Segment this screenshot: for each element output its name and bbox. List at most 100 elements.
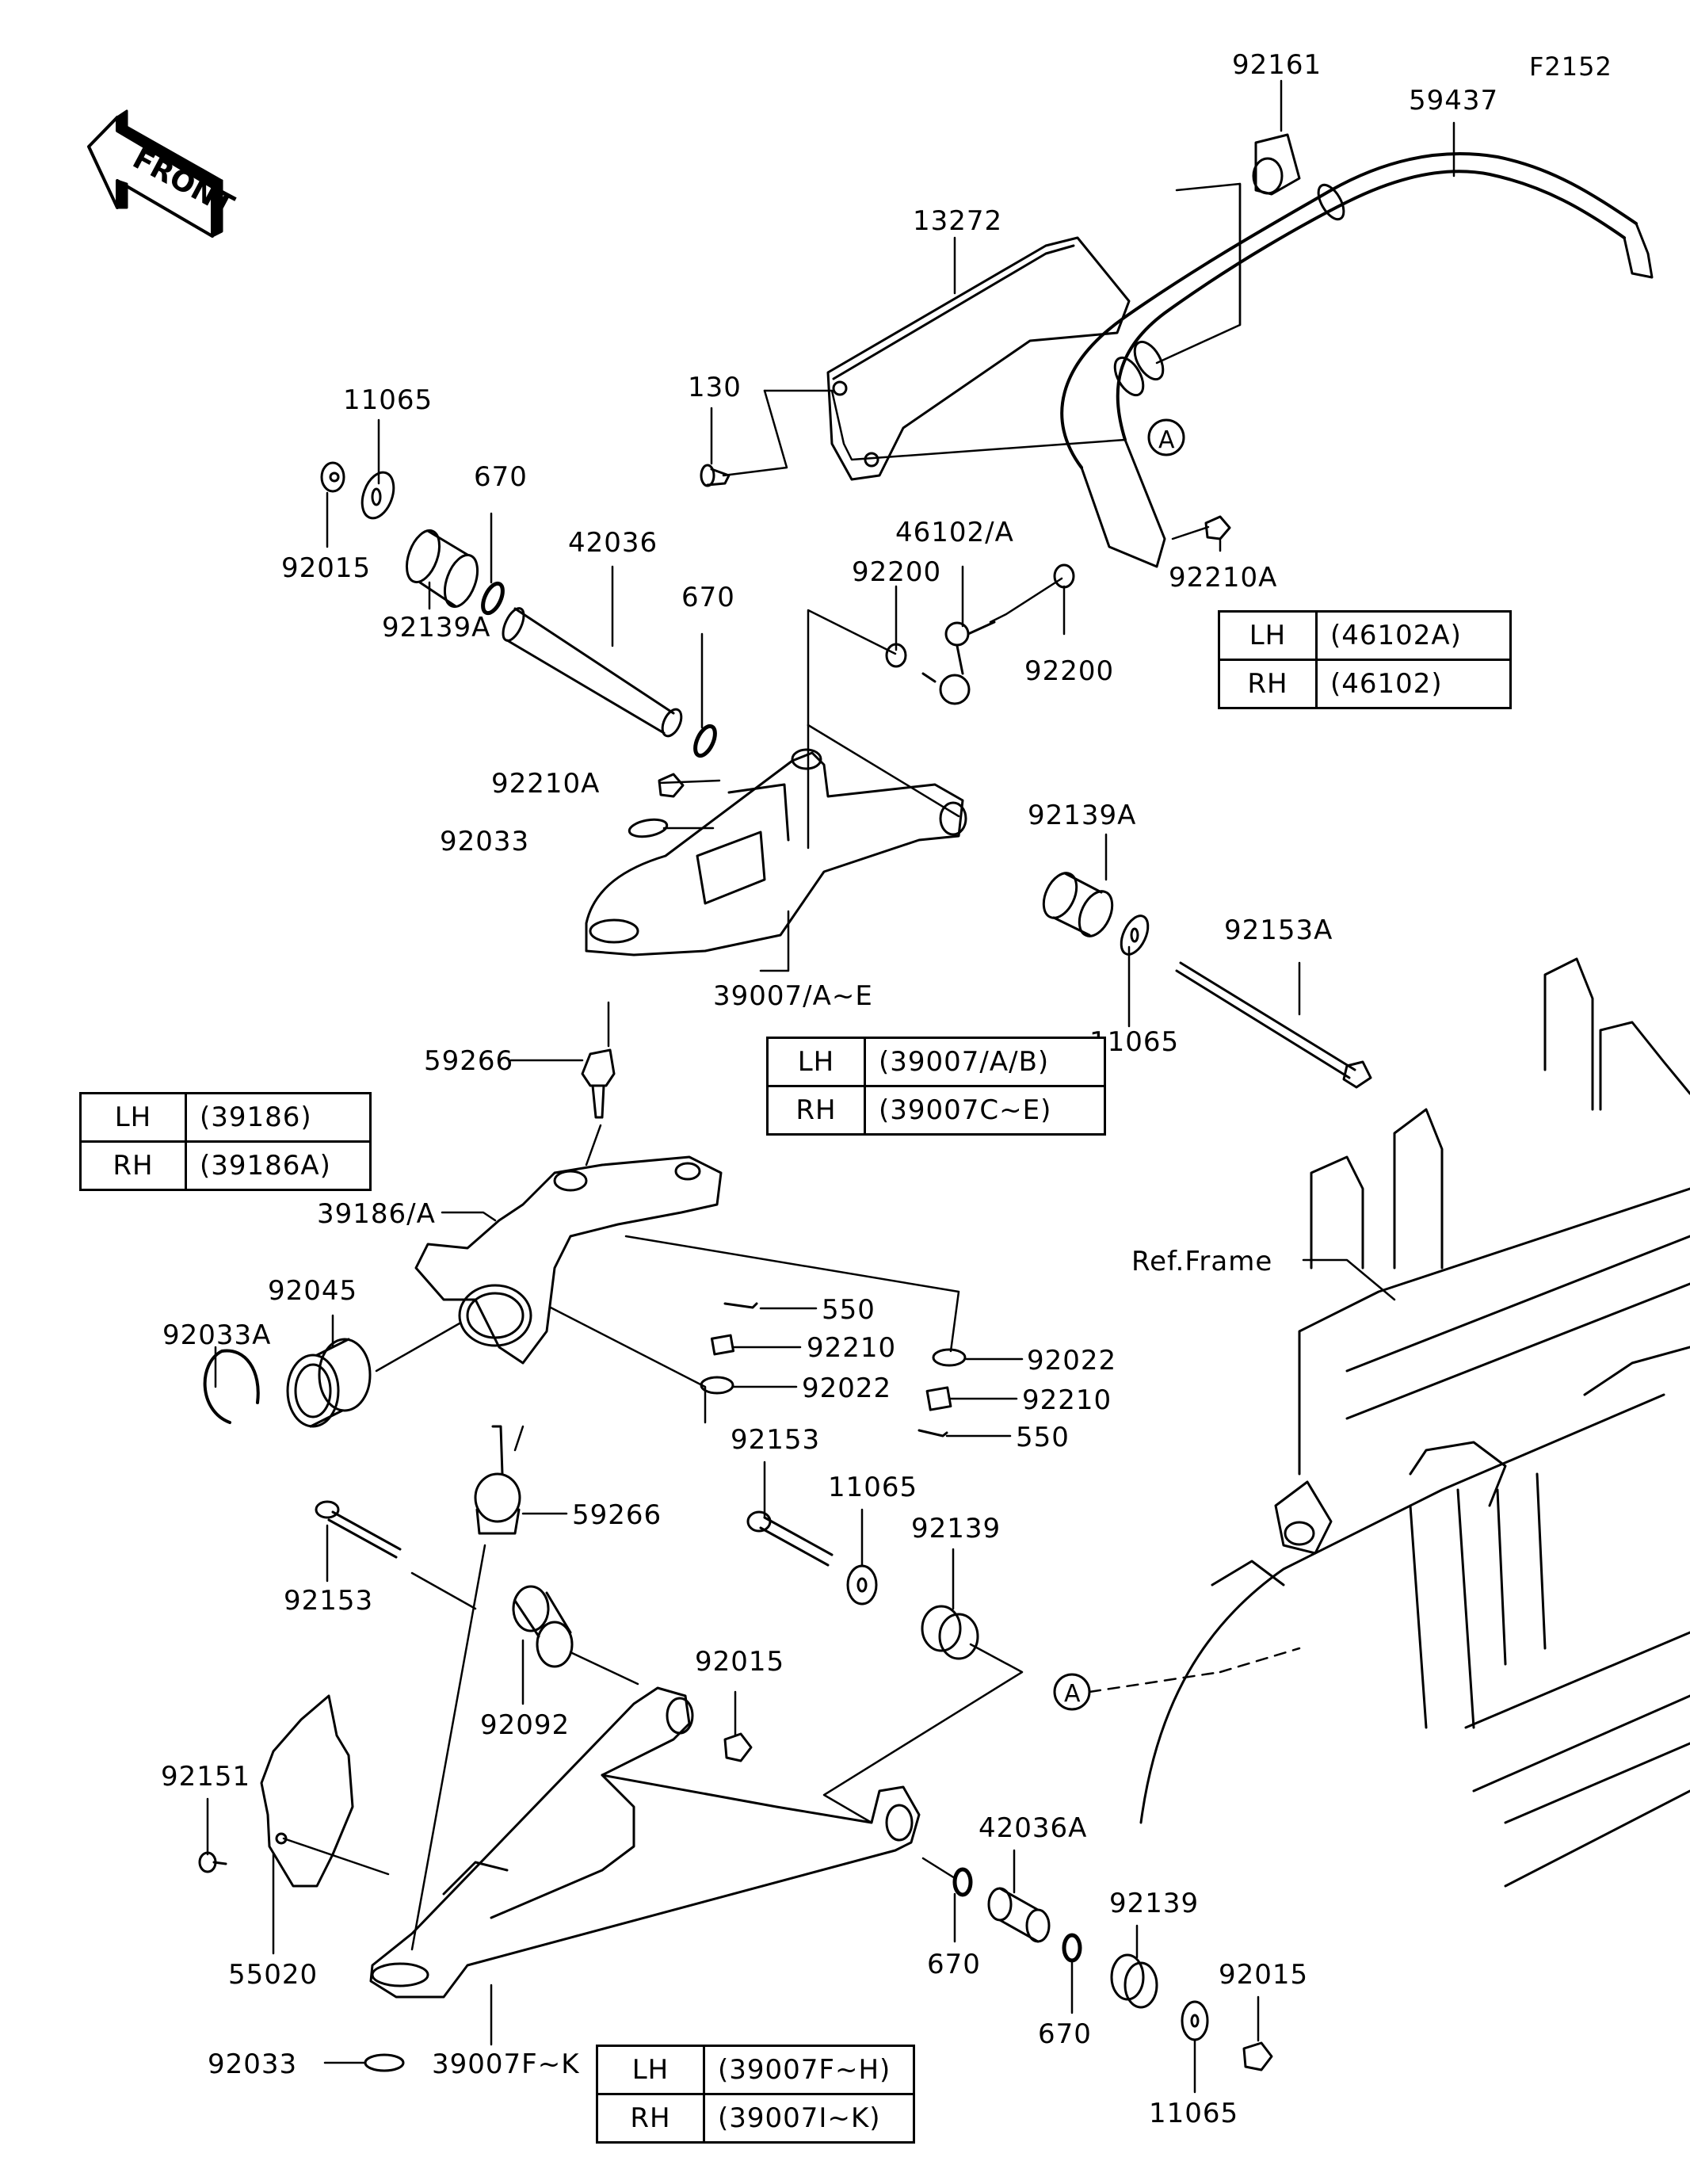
bolt-130-part: [700, 464, 731, 487]
bolt-92153-left-part: [315, 1500, 402, 1559]
part-label-39007AE[interactable]: 39007/A~E: [713, 980, 873, 1012]
part-label-92139-mid[interactable]: 92139: [911, 1513, 1001, 1544]
part-label-92033-low[interactable]: 92033: [208, 2048, 298, 2080]
code-cell[interactable]: (39186): [185, 1092, 372, 1143]
part-label-46102A[interactable]: 46102/A: [895, 517, 1014, 548]
part-label-92139-low[interactable]: 92139: [1109, 1888, 1200, 1919]
side-cell: LH: [766, 1037, 866, 1087]
part-label-92200-b[interactable]: 92200: [1024, 655, 1115, 687]
bearing-92045-part: [286, 1338, 372, 1428]
bush-92139-mid-part: [921, 1605, 979, 1660]
code-cell[interactable]: (39007I~K): [703, 2093, 915, 2144]
o-ring-670-b-part: [693, 724, 717, 758]
part-label-92092[interactable]: 92092: [480, 1709, 570, 1741]
bush-92092-part: [512, 1585, 574, 1668]
bolt-92153-mid-part: [746, 1510, 834, 1567]
part-label-13272[interactable]: 13272: [913, 205, 1003, 237]
part-label-55020[interactable]: 55020: [228, 1959, 319, 1991]
code-cell[interactable]: (39007F~H): [703, 2045, 915, 2095]
code-cell[interactable]: (46102): [1315, 659, 1512, 709]
upper-arm-39007-part: [585, 748, 967, 956]
part-label-11065-low[interactable]: 11065: [828, 1472, 918, 1503]
part-label-59437[interactable]: 59437: [1409, 85, 1499, 116]
part-label-92045[interactable]: 92045: [268, 1275, 358, 1307]
knuckle-39186-part: [414, 1155, 723, 1365]
part-label-59266-top[interactable]: 59266: [424, 1045, 514, 1077]
reference-frame-part: [1139, 957, 1690, 1888]
part-label-92033-top[interactable]: 92033: [440, 826, 530, 857]
front-arrow-icon: FRONT: [87, 109, 239, 238]
washer-11065-bottom-part: [1181, 2000, 1209, 2041]
table-row: LH (46102A): [1218, 610, 1512, 661]
nut-92015-mid-part: [723, 1732, 753, 1762]
part-label-59266-low[interactable]: 59266: [572, 1499, 662, 1531]
part-label-550-a[interactable]: 550: [822, 1294, 876, 1326]
code-cell[interactable]: (39186A): [185, 1140, 372, 1191]
part-label-92153-left[interactable]: 92153: [284, 1585, 374, 1617]
part-label-550-b[interactable]: 550: [1016, 1422, 1070, 1453]
o-ring-670-c-part: [952, 1867, 973, 1897]
part-label-92210-a[interactable]: 92210: [807, 1332, 897, 1364]
nut-92210A-left-part: [658, 773, 685, 798]
part-label-670-b[interactable]: 670: [681, 582, 735, 613]
snap-ring-92033-top-part: [628, 818, 669, 838]
part-label-92015-top[interactable]: 92015: [281, 552, 372, 584]
code-cell[interactable]: (46102A): [1315, 610, 1512, 661]
svg-text:A: A: [1158, 426, 1175, 454]
cotter-pin-550-b-part: [917, 1429, 948, 1438]
part-label-11065-top[interactable]: 11065: [343, 384, 433, 416]
table-row: RH (39007C~E): [766, 1085, 1106, 1136]
bush-92139A-mid-part: [1042, 872, 1114, 937]
stabilizer-bar-part: [1060, 152, 1654, 568]
part-label-92022-a[interactable]: 92022: [802, 1373, 892, 1404]
washer-11065-low-part: [846, 1564, 878, 1606]
part-label-670-a[interactable]: 670: [474, 461, 528, 493]
part-label-92161[interactable]: 92161: [1232, 49, 1322, 81]
knuckle-variant-table: LH (39186) RH (39186A): [79, 1092, 372, 1191]
stabilizer-link-46102-part: [921, 620, 996, 705]
washer-92022-b-part: [932, 1348, 967, 1367]
part-label-92139A-top[interactable]: 92139A: [382, 612, 491, 643]
circlip-92033A-part: [203, 1349, 260, 1424]
connector-marker-a-bottom: A: [1053, 1673, 1091, 1711]
part-label-39007FK[interactable]: 39007F~K: [432, 2048, 580, 2080]
washer-92200-b-part: [1053, 563, 1075, 589]
side-cell: LH: [596, 2045, 705, 2095]
side-cell: RH: [766, 1085, 866, 1136]
bush-92139A-top-part: [405, 529, 479, 609]
part-label-670-d[interactable]: 670: [1038, 2018, 1092, 2050]
part-label-39186A[interactable]: 39186/A: [317, 1198, 436, 1230]
reference-frame-label[interactable]: Ref.Frame: [1131, 1246, 1273, 1277]
part-label-92210A-left[interactable]: 92210A: [491, 768, 601, 800]
bracket-13272-part: [826, 236, 1131, 481]
part-label-92210-b[interactable]: 92210: [1022, 1384, 1112, 1416]
part-label-670-c[interactable]: 670: [927, 1949, 981, 1980]
part-label-92139A-mid[interactable]: 92139A: [1028, 800, 1137, 831]
part-label-92153-mid[interactable]: 92153: [731, 1424, 821, 1456]
side-cell: LH: [1218, 610, 1318, 661]
table-row: LH (39007/A/B): [766, 1037, 1106, 1087]
part-label-92151[interactable]: 92151: [161, 1761, 251, 1793]
part-label-11065-bottom[interactable]: 11065: [1149, 2098, 1239, 2129]
part-label-92200-a[interactable]: 92200: [852, 556, 942, 588]
code-cell[interactable]: (39007C~E): [864, 1085, 1106, 1136]
upper-arm-variant-table: LH (39007/A/B) RH (39007C~E): [766, 1037, 1106, 1136]
code-cell[interactable]: (39007/A/B): [864, 1037, 1106, 1087]
part-label-42036A[interactable]: 42036A: [979, 1812, 1088, 1844]
bolt-92153A-part: [1175, 961, 1372, 1089]
part-label-92033A[interactable]: 92033A: [162, 1319, 272, 1351]
part-label-130[interactable]: 130: [688, 372, 742, 403]
part-label-92015-mid[interactable]: 92015: [695, 1646, 785, 1678]
diagram-code: F2152: [1529, 52, 1612, 82]
ball-joint-59266-low-part: [474, 1425, 521, 1535]
part-label-42036[interactable]: 42036: [568, 527, 658, 559]
table-row: LH (39186): [79, 1092, 372, 1143]
bolt-92151-part: [198, 1851, 227, 1873]
part-label-92022-b[interactable]: 92022: [1027, 1345, 1117, 1376]
part-label-92015-low[interactable]: 92015: [1219, 1959, 1309, 1991]
shaft-42036A-part: [987, 1887, 1051, 1943]
part-label-92153A[interactable]: 92153A: [1224, 914, 1333, 946]
nut-92210-b-part: [925, 1386, 952, 1411]
part-label-92210A-right[interactable]: 92210A: [1169, 562, 1278, 594]
